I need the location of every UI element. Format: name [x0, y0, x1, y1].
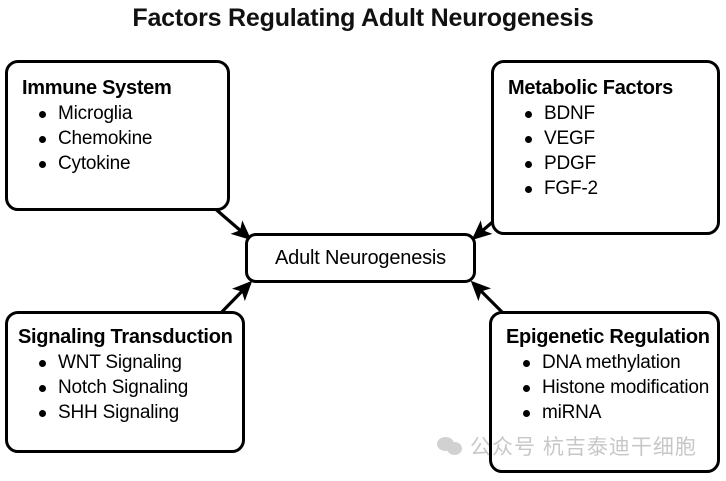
- list-item-label: FGF-2: [544, 178, 598, 200]
- node-heading: Signaling Transduction: [18, 326, 233, 348]
- page-title: Factors Regulating Adult Neurogenesis: [132, 4, 594, 32]
- node-item-list: WNT Signaling Notch Signaling SHH Signal…: [8, 350, 242, 426]
- list-item-label: PDGF: [544, 153, 596, 175]
- bullet-icon: [523, 359, 530, 367]
- bullet-icon: [525, 135, 532, 143]
- bullet-icon: [39, 135, 46, 143]
- bullet-icon: [39, 359, 46, 367]
- list-item: BDNF: [508, 101, 717, 126]
- bullet-icon: [39, 161, 46, 169]
- list-item: Microglia: [22, 101, 227, 126]
- node-epigenetic-regulation[interactable]: Epigenetic Regulation DNA methylation Hi…: [489, 311, 720, 473]
- list-item-label: WNT Signaling: [58, 351, 182, 373]
- list-item: SHH Signaling: [22, 400, 242, 425]
- list-item-label: VEGF: [544, 127, 595, 149]
- node-immune-system[interactable]: Immune System Microglia Chemokine Cytoki…: [5, 60, 230, 211]
- node-item-list: BDNF VEGF PDGF FGF-2: [494, 101, 717, 202]
- bullet-icon: [523, 384, 530, 392]
- list-item: Histone modification: [506, 375, 717, 400]
- list-item: WNT Signaling: [22, 350, 242, 375]
- list-item: DNA methylation: [506, 350, 717, 375]
- bullet-icon: [525, 161, 532, 169]
- node-adult-neurogenesis[interactable]: Adult Neurogenesis: [245, 233, 476, 283]
- list-item-label: Cytokine: [58, 153, 131, 175]
- node-item-list: DNA methylation Histone modification miR…: [492, 350, 717, 426]
- list-item-label: SHH Signaling: [58, 402, 179, 424]
- list-item: Chemokine: [22, 126, 227, 151]
- node-metabolic-factors[interactable]: Metabolic Factors BDNF VEGF PDGF FGF-2: [491, 60, 720, 235]
- list-item-label: Microglia: [58, 102, 133, 124]
- list-item-label: Notch Signaling: [58, 376, 189, 398]
- list-item: Cytokine: [22, 151, 227, 176]
- node-center-label: Adult Neurogenesis: [275, 246, 446, 269]
- list-item-label: DNA methylation: [542, 351, 681, 373]
- node-signaling-transduction[interactable]: Signaling Transduction WNT Signaling Not…: [5, 311, 245, 453]
- bullet-icon: [39, 110, 46, 118]
- bullet-icon: [525, 110, 532, 118]
- list-item-label: BDNF: [544, 102, 595, 124]
- list-item: miRNA: [506, 400, 717, 425]
- bullet-icon: [39, 410, 46, 418]
- bullet-icon: [39, 384, 46, 392]
- node-heading: Immune System: [22, 77, 172, 99]
- list-item: PDGF: [508, 151, 717, 176]
- list-item-label: Histone modification: [542, 376, 710, 398]
- wechat-icon: [437, 436, 463, 456]
- list-item-label: miRNA: [542, 402, 602, 424]
- list-item: FGF-2: [508, 176, 717, 201]
- node-heading: Epigenetic Regulation: [506, 326, 710, 348]
- list-item-label: Chemokine: [58, 127, 153, 149]
- bullet-icon: [523, 410, 530, 418]
- list-item: VEGF: [508, 126, 717, 151]
- bullet-icon: [525, 186, 532, 194]
- list-item: Notch Signaling: [22, 375, 242, 400]
- node-item-list: Microglia Chemokine Cytokine: [8, 101, 227, 177]
- node-heading: Metabolic Factors: [508, 77, 673, 99]
